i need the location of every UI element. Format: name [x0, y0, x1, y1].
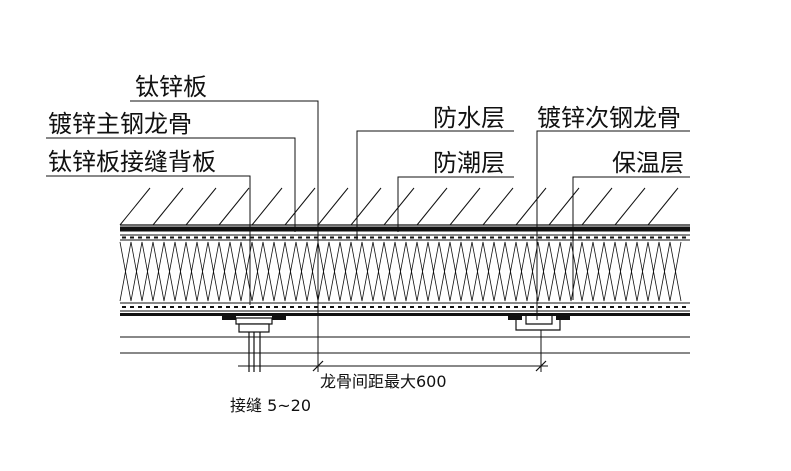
panel-hatching — [119, 187, 679, 226]
leader-panel — [130, 100, 319, 318]
label-joint-width: 接缝 5~20 — [230, 396, 311, 415]
leader-insulation — [572, 176, 690, 300]
label-titanium-zinc-panel: 钛锌板 — [135, 73, 207, 101]
label-insulation-layer: 保温层 — [612, 149, 684, 177]
leader-lines — [46, 100, 690, 320]
insulation-pattern — [119, 241, 682, 302]
label-keel-spacing: 龙骨间距最大600 — [320, 372, 447, 391]
label-joint-backing-panel: 钛锌板接缝背板 — [48, 148, 216, 176]
lower-panel — [120, 313, 690, 316]
keel-spacing-dimension — [238, 310, 548, 372]
leader-waterproof — [356, 130, 514, 240]
label-moisture-barrier: 防潮层 — [433, 149, 505, 177]
leader-backing-panel — [46, 175, 251, 305]
secondary-keel — [508, 316, 570, 331]
label-galvanized-secondary-keel: 镀锌次钢龙骨 — [537, 104, 681, 132]
titanium-zinc-panel — [120, 226, 690, 232]
main-keel-joint — [222, 316, 286, 372]
label-galvanized-main-keel: 镀锌主钢龙骨 — [48, 110, 192, 138]
leader-secondary-keel — [536, 130, 690, 320]
leader-main-keel — [46, 137, 296, 232]
label-waterproof-layer: 防水层 — [433, 104, 505, 132]
leader-moisture — [397, 176, 514, 232]
